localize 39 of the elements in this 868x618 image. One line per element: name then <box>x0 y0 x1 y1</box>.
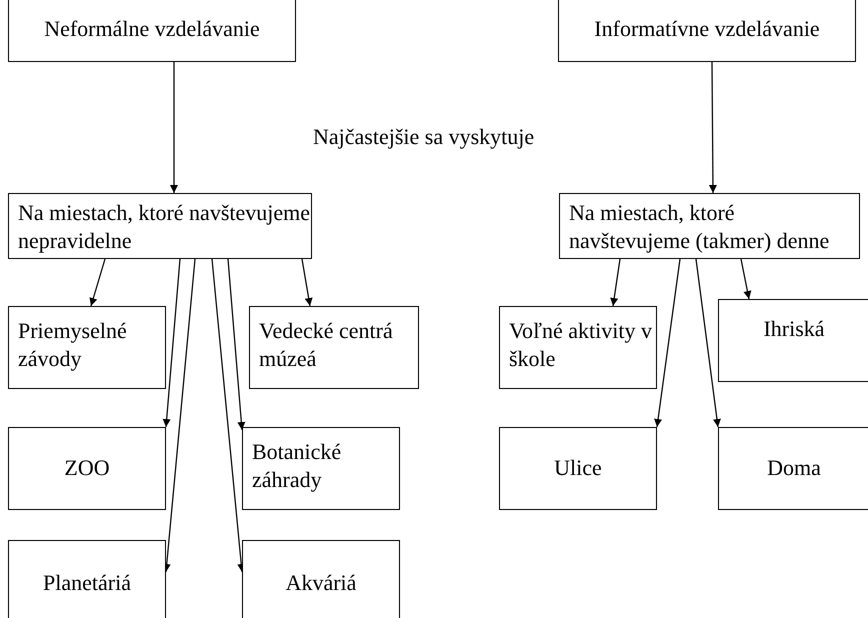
text-box <box>242 540 400 618</box>
box-label: Na miestach, ktoré navštevujeme (takmer) denne <box>569 199 830 255</box>
arrow <box>162 258 181 428</box>
box-label: Planetáriá <box>42 569 132 597</box>
box-label: Informatívne vzdelávanie <box>593 15 821 43</box>
box-label: ZOO <box>63 454 111 482</box>
text-box <box>8 193 312 259</box>
text-box <box>8 540 166 618</box>
box-label: Na miestach, ktoré navštevujeme nepravidelne <box>18 199 310 255</box>
box-label: Neformálne vzdelávanie <box>43 15 261 43</box>
arrow <box>654 258 681 428</box>
text-box <box>718 299 868 382</box>
box-label: Akváriá <box>284 569 358 597</box>
text-box <box>242 427 400 510</box>
box-label: Voľné aktivity v škole <box>509 317 653 373</box>
text-box <box>8 306 166 389</box>
arrow <box>170 62 178 193</box>
text-box <box>559 193 860 259</box>
text-box <box>558 0 856 62</box>
text-box <box>499 427 657 510</box>
arrow <box>610 258 621 306</box>
text-box <box>8 0 296 62</box>
arrow <box>695 258 721 428</box>
arrow <box>301 258 313 306</box>
annotation-text: Najčastejšie sa vyskytuje <box>313 124 534 150</box>
text-box <box>249 306 419 389</box>
arrow <box>227 258 246 430</box>
box-label: Ihriská <box>762 315 826 343</box>
arrow <box>708 62 717 193</box>
box-label: Vedecké centrá múzeá <box>259 317 394 373</box>
text-box <box>8 427 166 510</box>
box-label: Doma <box>766 454 822 482</box>
box-label: Priemyselné závody <box>18 317 128 373</box>
text-box <box>718 427 868 510</box>
arrow <box>89 258 106 306</box>
arrow <box>740 258 752 300</box>
box-label: Ulice <box>553 454 603 482</box>
box-label: Botanické záhrady <box>252 438 342 494</box>
text-box <box>499 306 657 389</box>
